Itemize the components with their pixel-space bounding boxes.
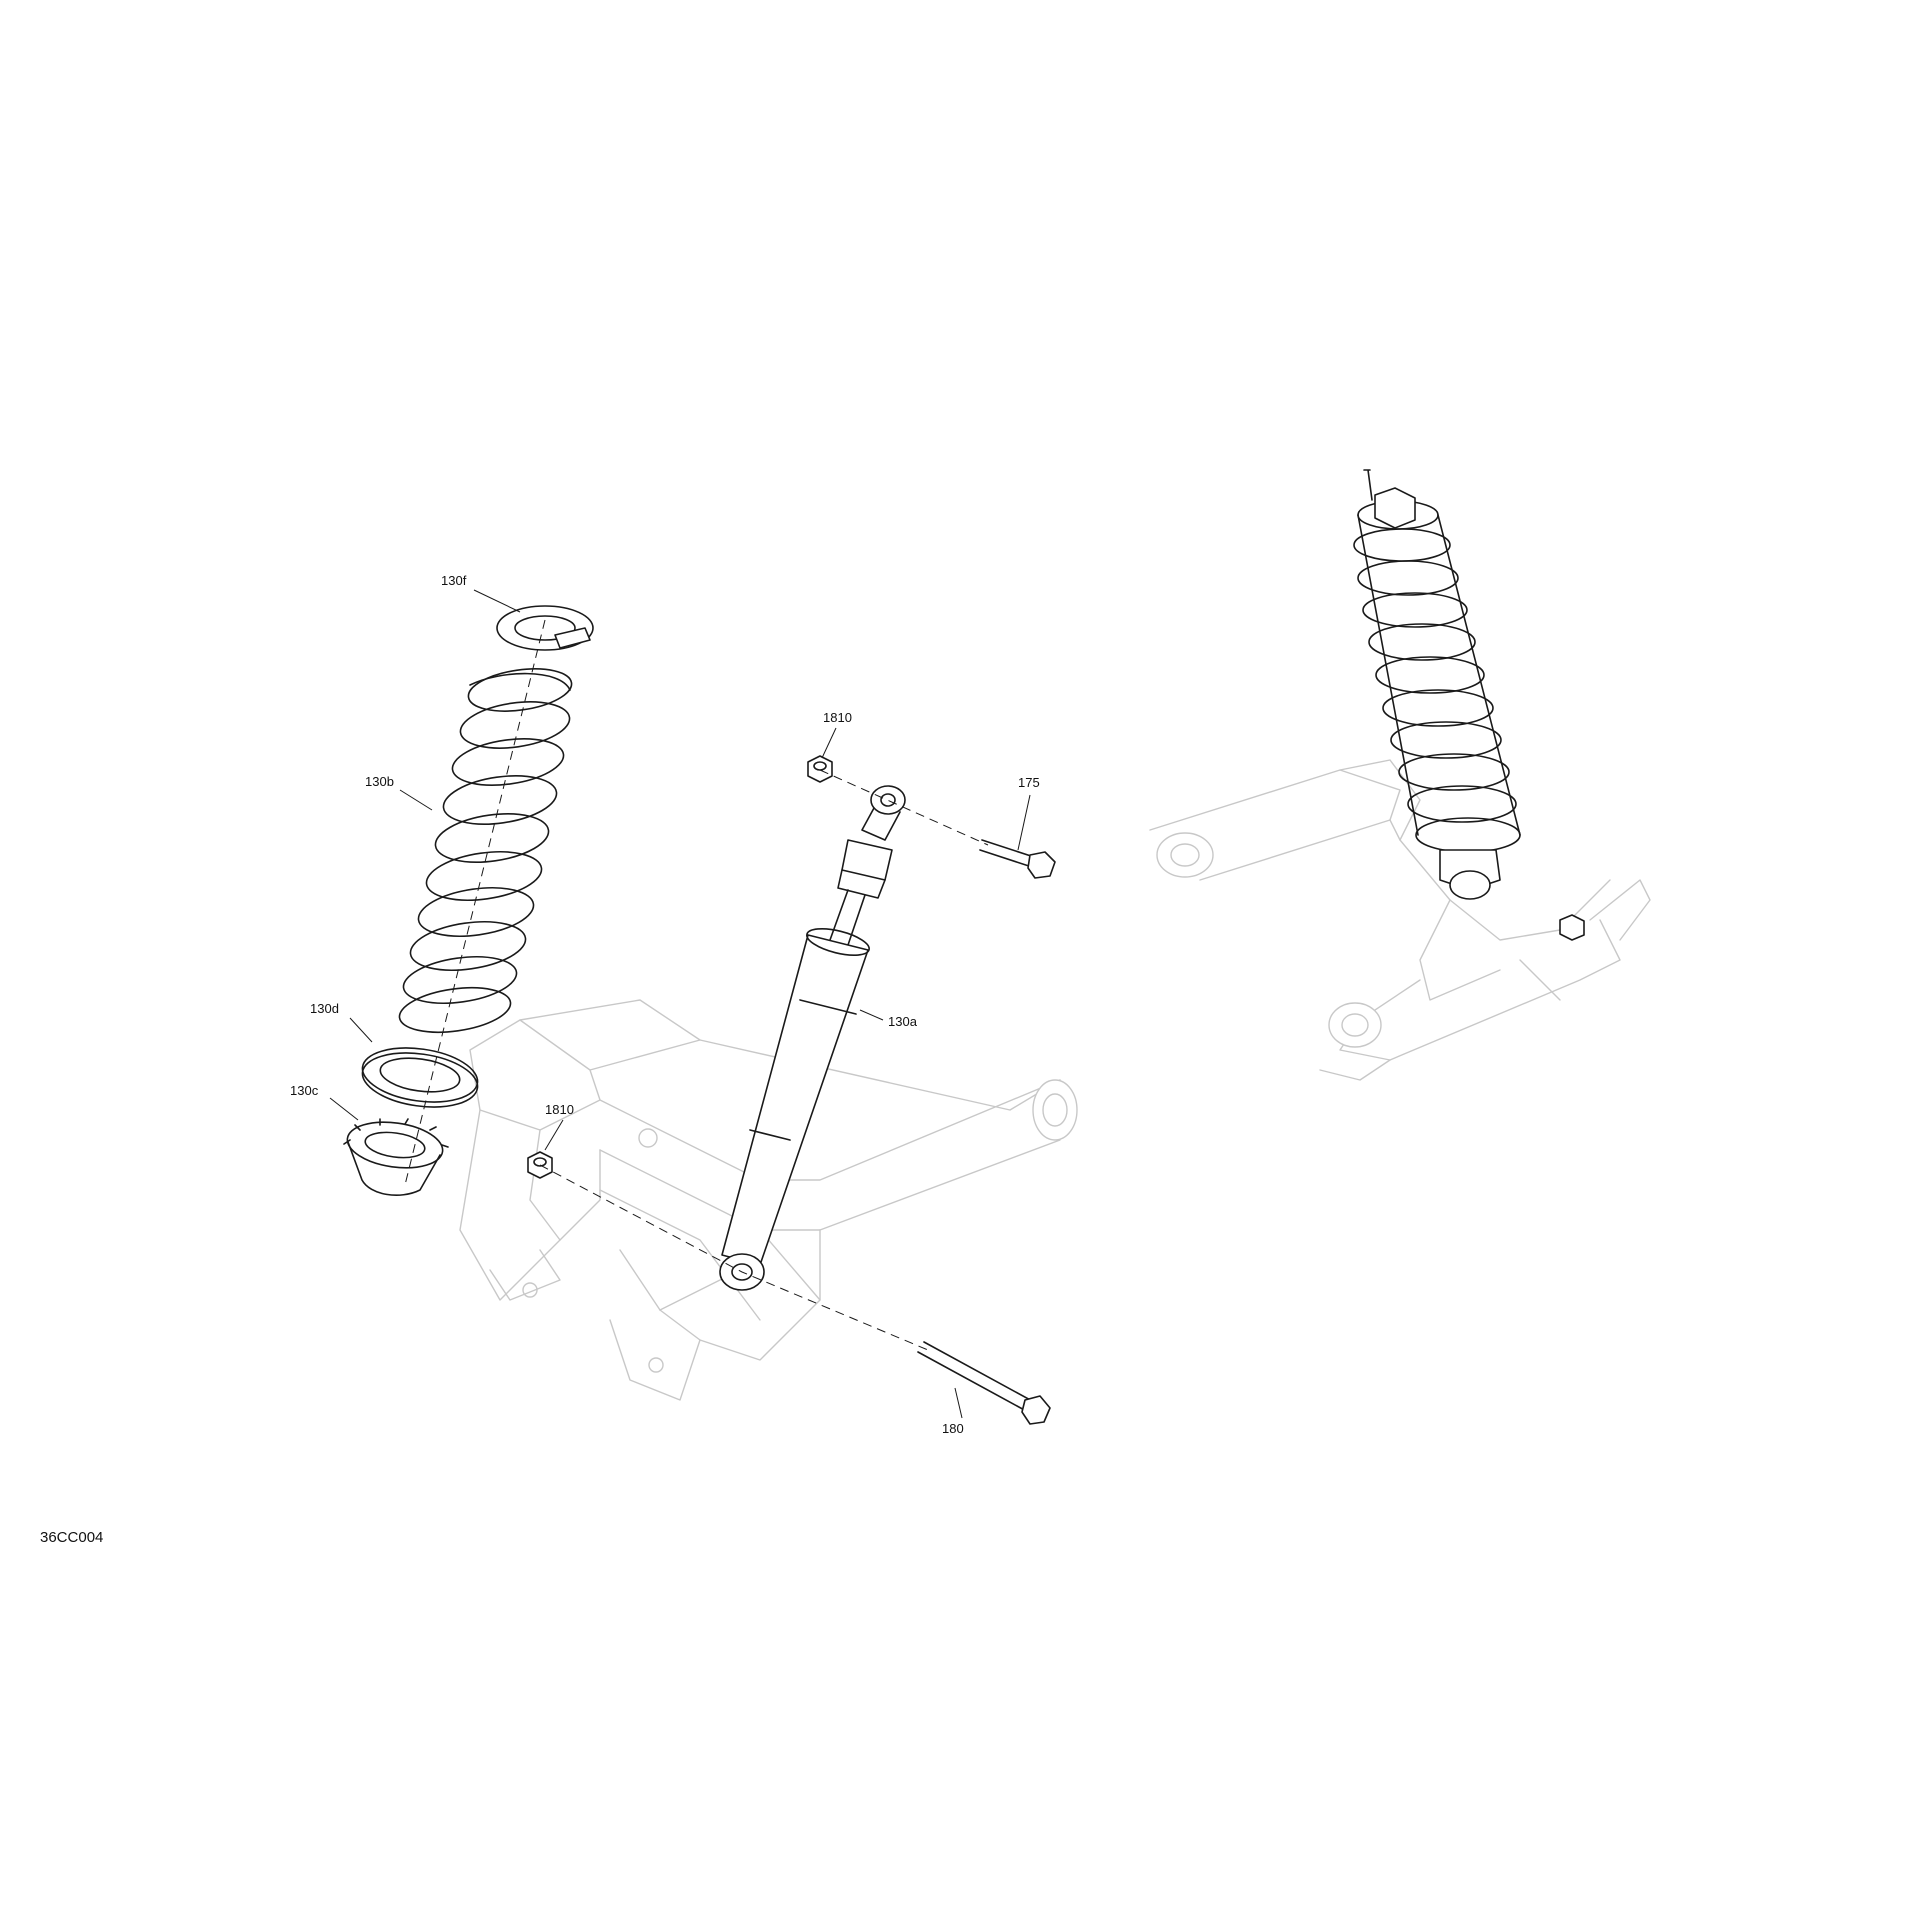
upper-bolt [979, 839, 1056, 879]
callout-1810-upper: 1810 [823, 710, 852, 725]
lower-bolt [917, 1341, 1051, 1425]
callout-130c: 130c [290, 1083, 319, 1098]
spring-seat-washer [361, 1047, 479, 1108]
spring-retainer-top [496, 605, 594, 651]
assembled-view [1149, 469, 1651, 1081]
callout-130f: 130f [441, 573, 467, 588]
figure-reference-id: 36CC004 [40, 1529, 103, 1546]
callout-180: 180 [942, 1421, 964, 1436]
lower-bolt-axis [539, 1164, 929, 1351]
spring-adjuster-cup [343, 1118, 449, 1196]
callout-1810-lower: 1810 [545, 1102, 574, 1117]
coil-spring [398, 668, 573, 1034]
callout-130b: 130b [365, 774, 394, 789]
spring-axis-line [404, 619, 546, 1186]
callout-175: 175 [1018, 775, 1040, 790]
upper-bolt-axis [819, 769, 989, 846]
nut-upper [807, 755, 833, 783]
callout-130d: 130d [310, 1001, 339, 1016]
leader-lines [329, 589, 1031, 1419]
callout-130a: 130a [888, 1014, 918, 1029]
shock-absorber [719, 785, 906, 1291]
